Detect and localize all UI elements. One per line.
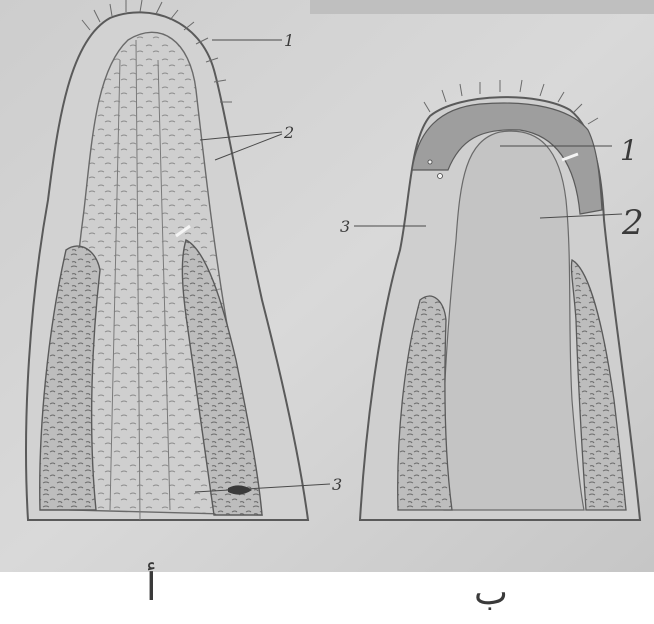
left-label-2: 2 [283, 123, 294, 142]
left-panel-caption: أ [146, 562, 157, 609]
right-label-3: 3 [340, 217, 350, 236]
right-label-1: 1 [620, 134, 638, 167]
left-label-1: 1 [284, 31, 294, 50]
right-panel-caption: ب [474, 572, 508, 613]
left-label-3: 3 [332, 475, 342, 494]
right-label-2: 2 [621, 203, 644, 243]
bottom-margin [0, 572, 654, 624]
